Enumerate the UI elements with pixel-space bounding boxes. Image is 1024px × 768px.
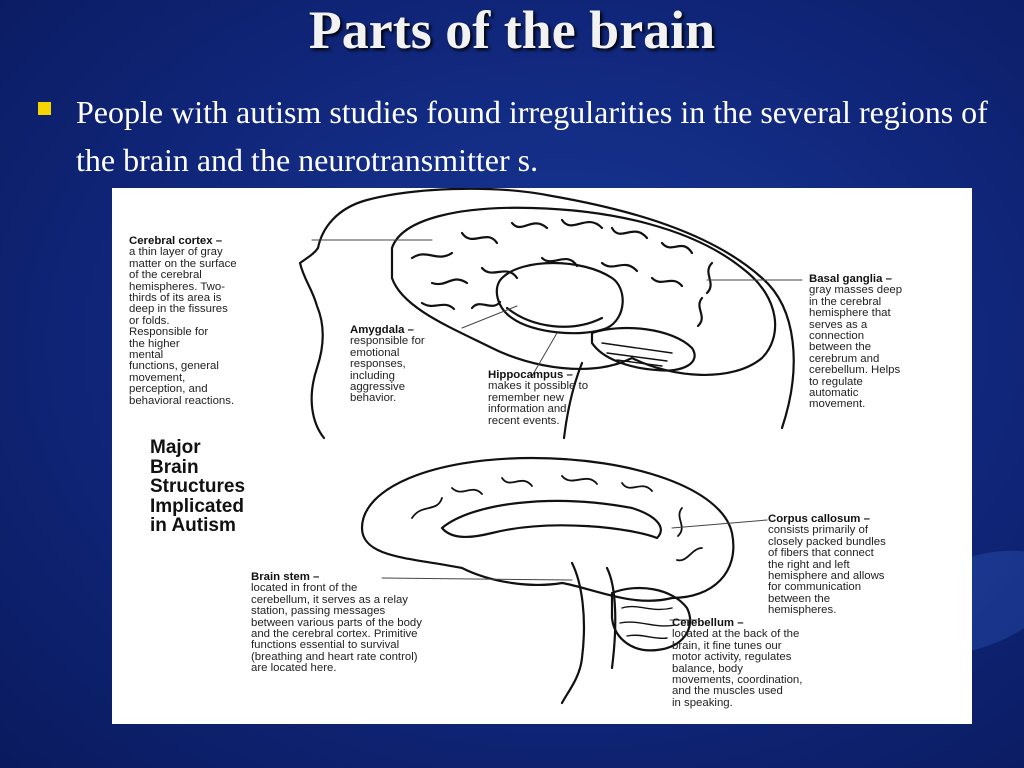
- head-profile-outline: [298, 188, 795, 440]
- label-amygdala: Amygdala – responsible for emotional res…: [350, 324, 425, 405]
- label-cerebral-cortex: Cerebral cortex – a thin layer of gray m…: [129, 235, 314, 407]
- label-cerebellum: Cerebellum – located at the back of the …: [672, 617, 803, 709]
- brain-diagram: Cerebral cortex – a thin layer of gray m…: [112, 188, 972, 724]
- label-title: Cerebral cortex –: [129, 235, 223, 247]
- label-brain-stem: Brain stem – located in front of the cer…: [251, 571, 422, 675]
- label-corpus-callosum: Corpus callosum – consists primarily of …: [768, 513, 886, 617]
- bullet-text: People with autism studies found irregul…: [76, 94, 988, 178]
- corpus-callosum-shape: [440, 499, 662, 540]
- slide-title: Parts of the brain: [308, 0, 716, 60]
- upper-brain-outline: [390, 206, 777, 376]
- basal-ganglia-shape: [495, 261, 624, 335]
- brain-stem-shape: [560, 561, 617, 705]
- figure-heading: Major Brain Structures Implicated in Aut…: [150, 437, 246, 536]
- hippocampus-shape: [505, 306, 604, 328]
- gyri-lines: [410, 218, 714, 328]
- cerebellum-upper: [590, 326, 696, 372]
- label-hippocampus: Hippocampus – makes it possible to remem…: [488, 369, 589, 427]
- brain-illustration: [298, 188, 803, 705]
- label-basal-ganglia: Basal ganglia – gray masses deep in the …: [809, 273, 903, 411]
- lower-brain-outline: [360, 456, 735, 602]
- square-bullet-icon: [38, 102, 51, 115]
- cerebellum-lower: [610, 586, 692, 652]
